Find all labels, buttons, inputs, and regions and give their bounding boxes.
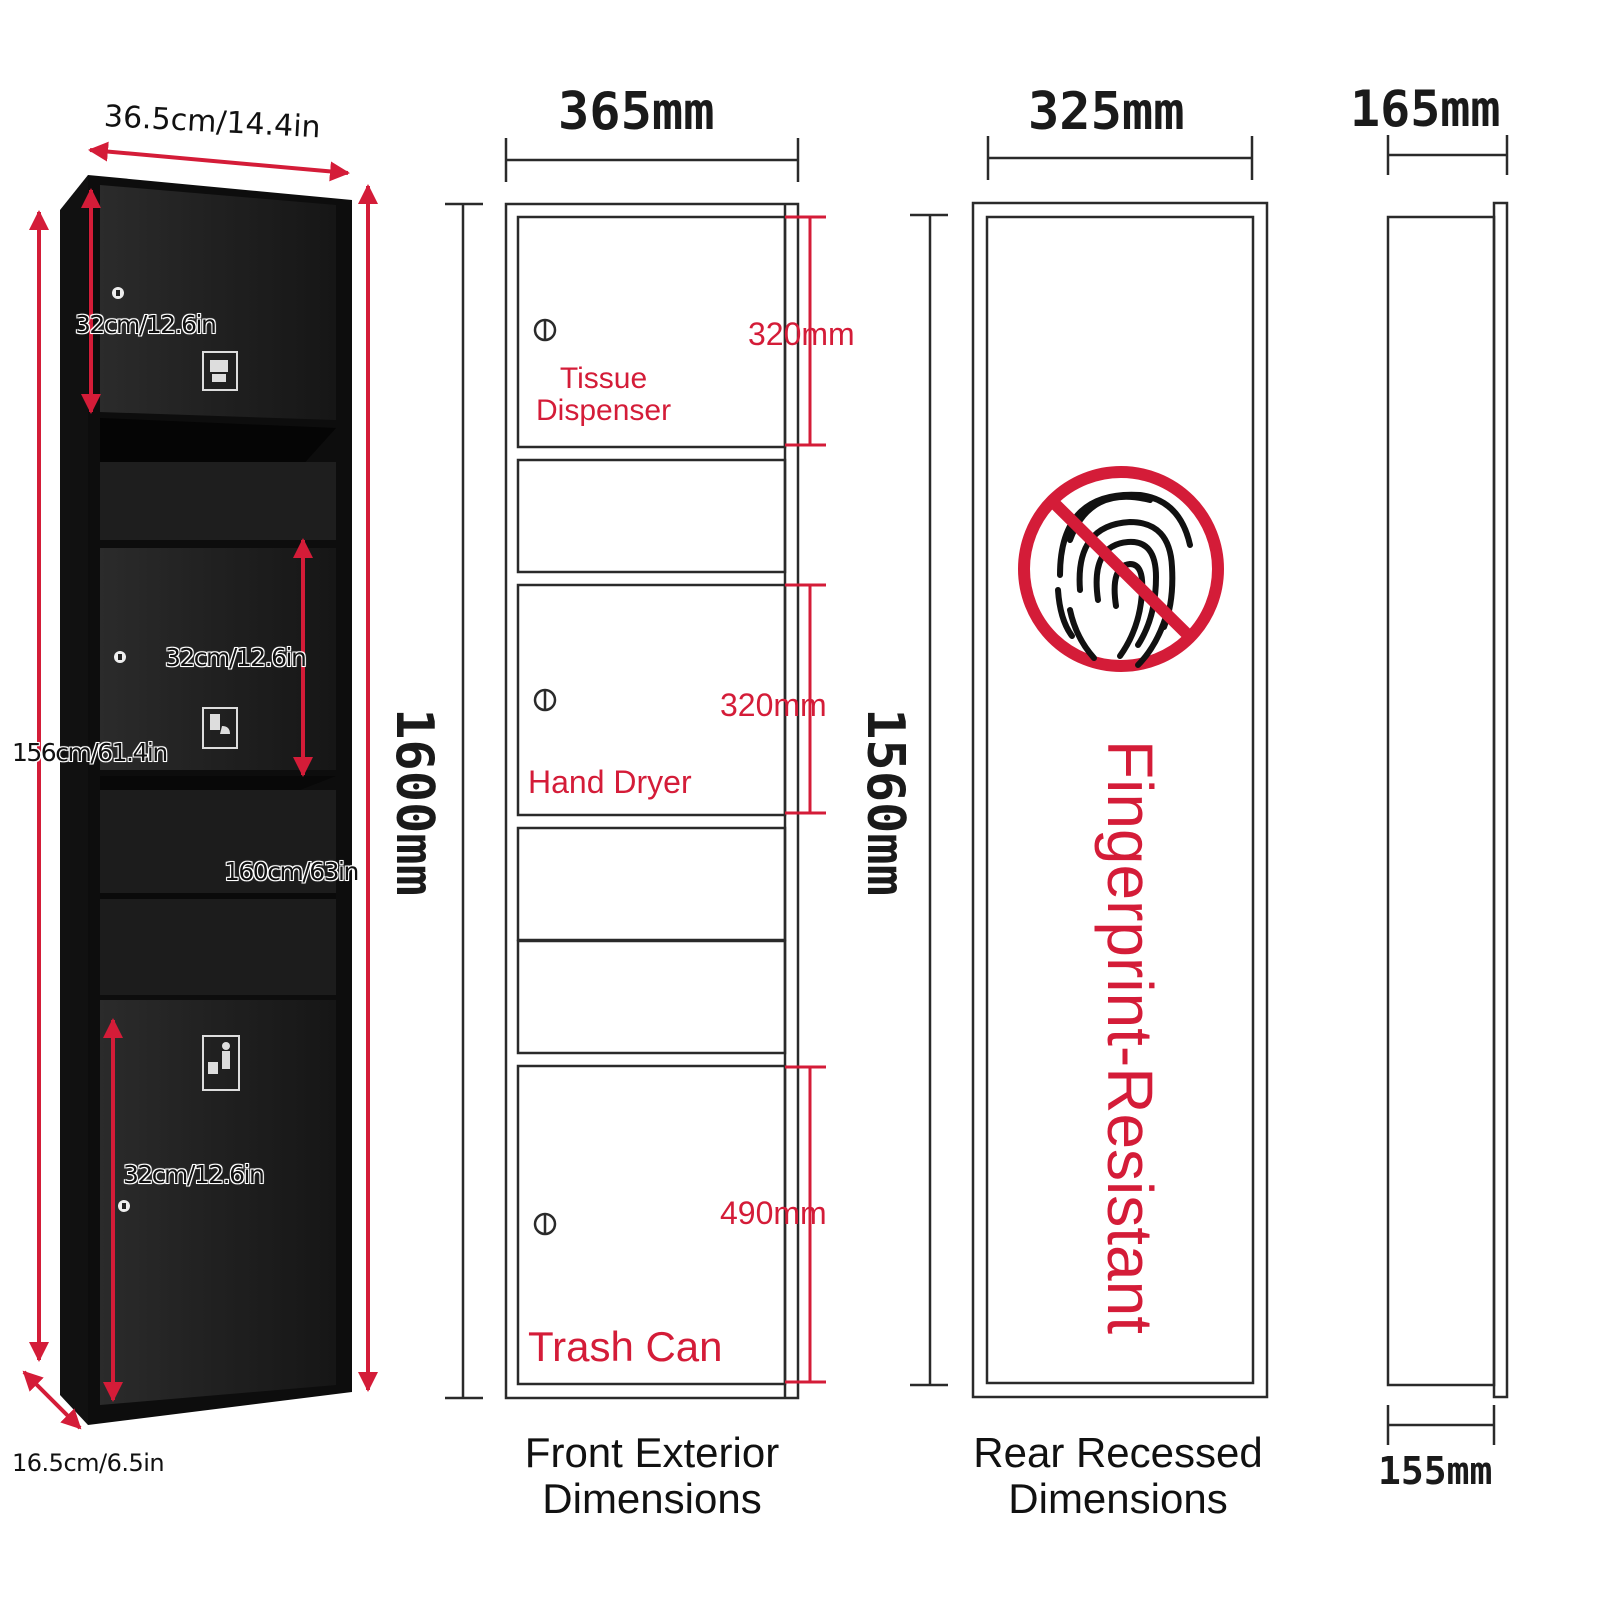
lock-icon (112, 287, 124, 299)
tissue-open-section (516, 458, 787, 574)
side-drawing (1386, 135, 1509, 1445)
front-caption: Front Exterior Dimensions (524, 1429, 780, 1522)
cabinet-side-face (60, 175, 88, 1425)
recess-divider (100, 893, 336, 899)
rear-width-label: 325mm (1028, 82, 1185, 142)
dryer-opening (100, 776, 336, 790)
tissue-dispenser-name: Tissue Dispenser (536, 362, 672, 427)
tissue-icon (202, 351, 238, 391)
photo-depth-label: 16.5cm/6.5in (12, 1449, 165, 1477)
hand-dryer-icon (202, 707, 238, 749)
rear-caption: Rear Recessed Dimensions (973, 1429, 1263, 1522)
front-section-brackets (785, 215, 826, 1384)
tissue-section-label: 320mm (748, 316, 855, 352)
lock-icon (118, 1200, 130, 1212)
dryer-recess (100, 790, 336, 995)
tissue-opening (100, 418, 336, 468)
fingerprint-resistant-text: Fingerprint-Resistant (1094, 740, 1166, 1334)
lock-icon (533, 318, 557, 342)
rear-outer-frame (971, 201, 1269, 1399)
trash-can-name: Trash Can (528, 1323, 723, 1370)
front-drawing (445, 138, 800, 1400)
front-height-label: 1600mm (384, 708, 444, 896)
lock-icon (114, 651, 126, 663)
photo-outer-height-label: 160cm/63in (224, 857, 359, 886)
photo-tissue-height-label: 32cm/12.6in (75, 310, 217, 339)
photo-dryer-height-label: 32cm/12.6in (165, 643, 307, 672)
trash-icon (202, 1035, 240, 1091)
tissue-lower-panel (100, 462, 336, 540)
product-photo (22, 141, 378, 1430)
front-outer-frame (504, 202, 800, 1400)
tissue-door (100, 185, 336, 420)
photo-trash-height-label: 32cm/12.6in (123, 1160, 265, 1189)
dryer-section (516, 583, 787, 817)
side-outer-depth-label: 165mm (1350, 80, 1501, 138)
no-fingerprint-icon (1018, 466, 1224, 672)
side-body (1386, 215, 1496, 1387)
trash-section (516, 1064, 787, 1386)
rear-drawing (910, 136, 1269, 1399)
side-flange (1492, 201, 1509, 1399)
rear-height-label: 1560mm (855, 708, 915, 896)
trash-door (100, 1000, 336, 1405)
rear-inner-frame (985, 215, 1255, 1385)
tissue-section (516, 215, 787, 449)
hand-dryer-name: Hand Dryer (528, 764, 692, 800)
depth-arrow (22, 1370, 82, 1430)
shelf-section (516, 939, 787, 1055)
lock-icon (533, 688, 557, 712)
dryer-section-label: 320mm (720, 687, 827, 723)
trash-section-label: 490mm (720, 1195, 827, 1231)
front-width-label: 365mm (558, 82, 715, 142)
photo-inner-height-label: 156cm/61.4in (12, 738, 168, 767)
side-inner-depth-label: 155mm (1378, 1449, 1493, 1493)
dryer-open-section (516, 826, 787, 942)
width-arrow (88, 141, 350, 182)
lock-icon (533, 1212, 557, 1236)
